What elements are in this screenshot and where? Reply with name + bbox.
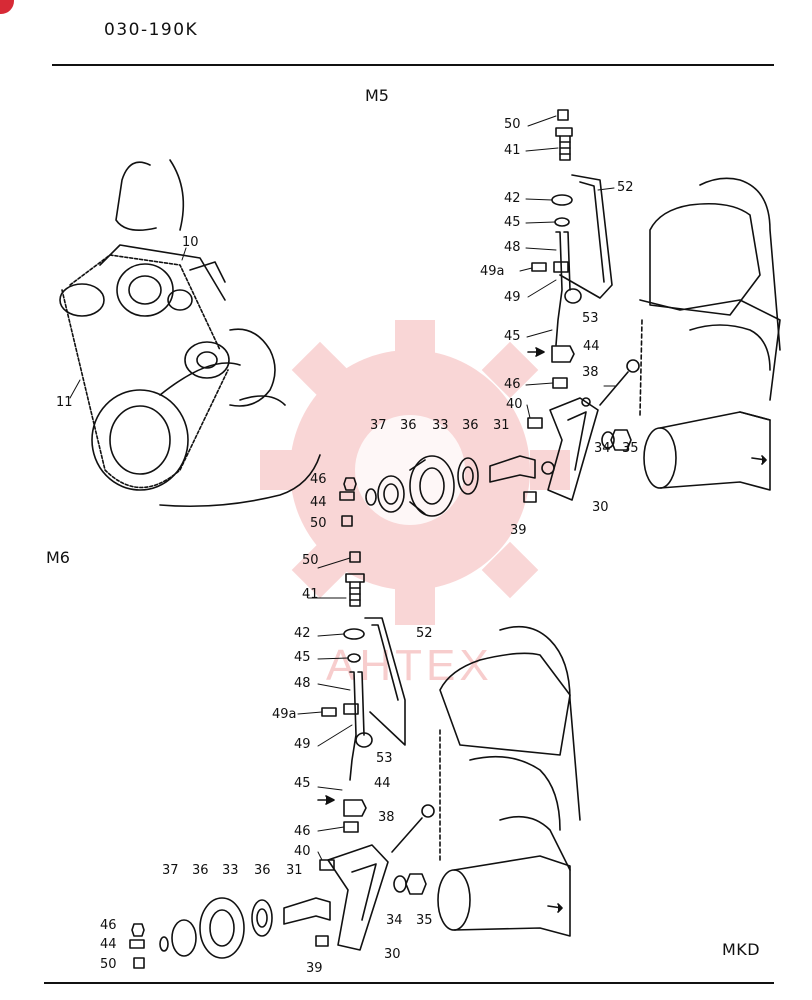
m6-callout-39: 39 xyxy=(306,961,323,976)
section-label-m6: M6 xyxy=(46,548,70,567)
m6-callout-40: 40 xyxy=(294,844,311,859)
page-tag: MKD xyxy=(722,940,761,959)
callout-36: 36 xyxy=(400,418,417,433)
m6-callout-42: 42 xyxy=(294,626,311,641)
callout-45: 45 xyxy=(504,215,521,230)
section-label-m5: M5 xyxy=(365,86,389,105)
callout-52: 52 xyxy=(617,180,634,195)
callout-33: 33 xyxy=(432,418,449,433)
callout-44: 44 xyxy=(583,339,600,354)
m6-callout-50: 50 xyxy=(302,553,319,568)
bottom-rule xyxy=(44,982,774,984)
m6-callout-35: 35 xyxy=(416,913,433,928)
callout-30: 30 xyxy=(592,500,609,515)
m6-callout-49: 49 xyxy=(294,737,311,752)
m6-callout-30: 30 xyxy=(384,947,401,962)
m6-callout-44: 44 xyxy=(374,776,391,791)
m6-callout-49a: 49a xyxy=(272,707,297,722)
callout-37: 37 xyxy=(370,418,387,433)
callout-41: 41 xyxy=(504,143,521,158)
engine-belt-drawing xyxy=(59,159,321,508)
callout-38: 38 xyxy=(582,365,599,380)
m6-callout-45: 45 xyxy=(294,650,311,665)
callout-39: 39 xyxy=(510,523,527,538)
m6-bracket-assembly xyxy=(129,551,581,969)
m6-callout-36: 36 xyxy=(192,863,209,878)
m6-callout-34: 34 xyxy=(386,913,403,928)
m6-callout-36-right: 36 xyxy=(254,863,271,878)
m6-callout-41: 41 xyxy=(302,587,319,602)
callout-44-left: 44 xyxy=(310,495,327,510)
m6-callout-53: 53 xyxy=(376,751,393,766)
callout-50: 50 xyxy=(504,117,521,132)
callout-53: 53 xyxy=(582,311,599,326)
callout-49: 49 xyxy=(504,290,521,305)
callout-46-left: 46 xyxy=(310,472,327,487)
callout-46: 46 xyxy=(504,377,521,392)
page-code: 030-190K xyxy=(104,20,199,40)
m6-callout-48: 48 xyxy=(294,676,311,691)
callout-leaders xyxy=(69,115,617,861)
callout-34: 34 xyxy=(594,441,611,456)
top-rule xyxy=(52,64,774,66)
callout-50-left: 50 xyxy=(310,516,327,531)
watermark-text: AHTEX xyxy=(326,641,493,690)
m6-callout-52: 52 xyxy=(416,626,433,641)
m6-callout-44-left: 44 xyxy=(100,937,117,952)
callout-35: 35 xyxy=(622,441,639,456)
m5-bracket-assembly xyxy=(339,109,781,527)
callout-45-lower: 45 xyxy=(504,329,521,344)
callout-40: 40 xyxy=(506,397,523,412)
callout-31: 31 xyxy=(493,418,510,433)
callout-10: 10 xyxy=(182,235,199,250)
callout-42: 42 xyxy=(504,191,521,206)
m6-callout-46-left: 46 xyxy=(100,918,117,933)
callout-48: 48 xyxy=(504,240,521,255)
callout-49a: 49a xyxy=(480,264,505,279)
m6-callout-33: 33 xyxy=(222,863,239,878)
m6-callout-31: 31 xyxy=(286,863,303,878)
callout-36-right: 36 xyxy=(462,418,479,433)
callout-11: 11 xyxy=(56,395,73,410)
m6-callout-50-left: 50 xyxy=(100,957,117,972)
m6-callout-45-lower: 45 xyxy=(294,776,311,791)
m6-callout-46: 46 xyxy=(294,824,311,839)
m6-callout-37: 37 xyxy=(162,863,179,878)
m6-callout-38: 38 xyxy=(378,810,395,825)
